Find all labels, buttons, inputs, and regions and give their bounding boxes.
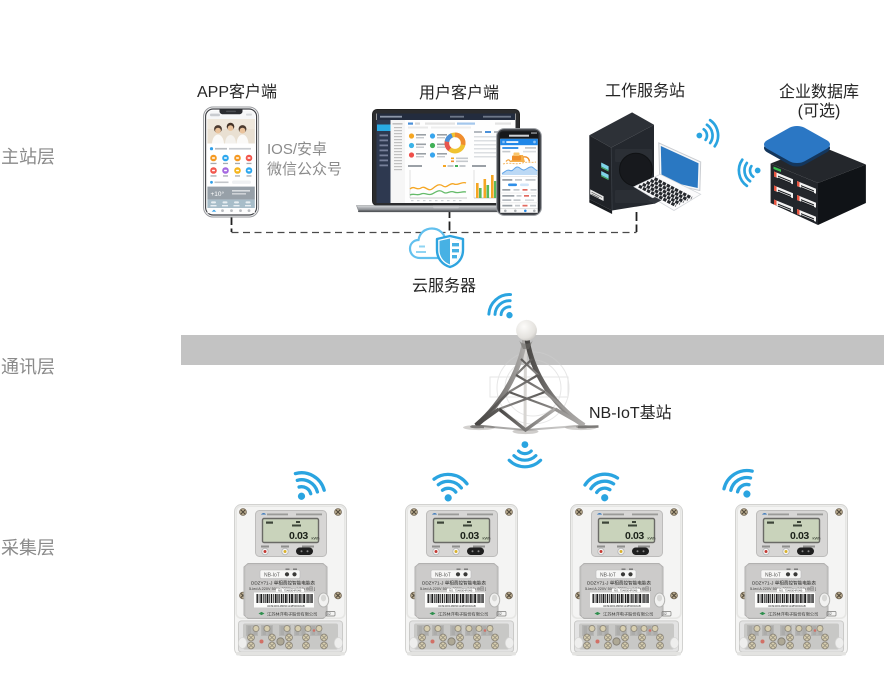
svg-text:+10°: +10° xyxy=(211,190,225,198)
